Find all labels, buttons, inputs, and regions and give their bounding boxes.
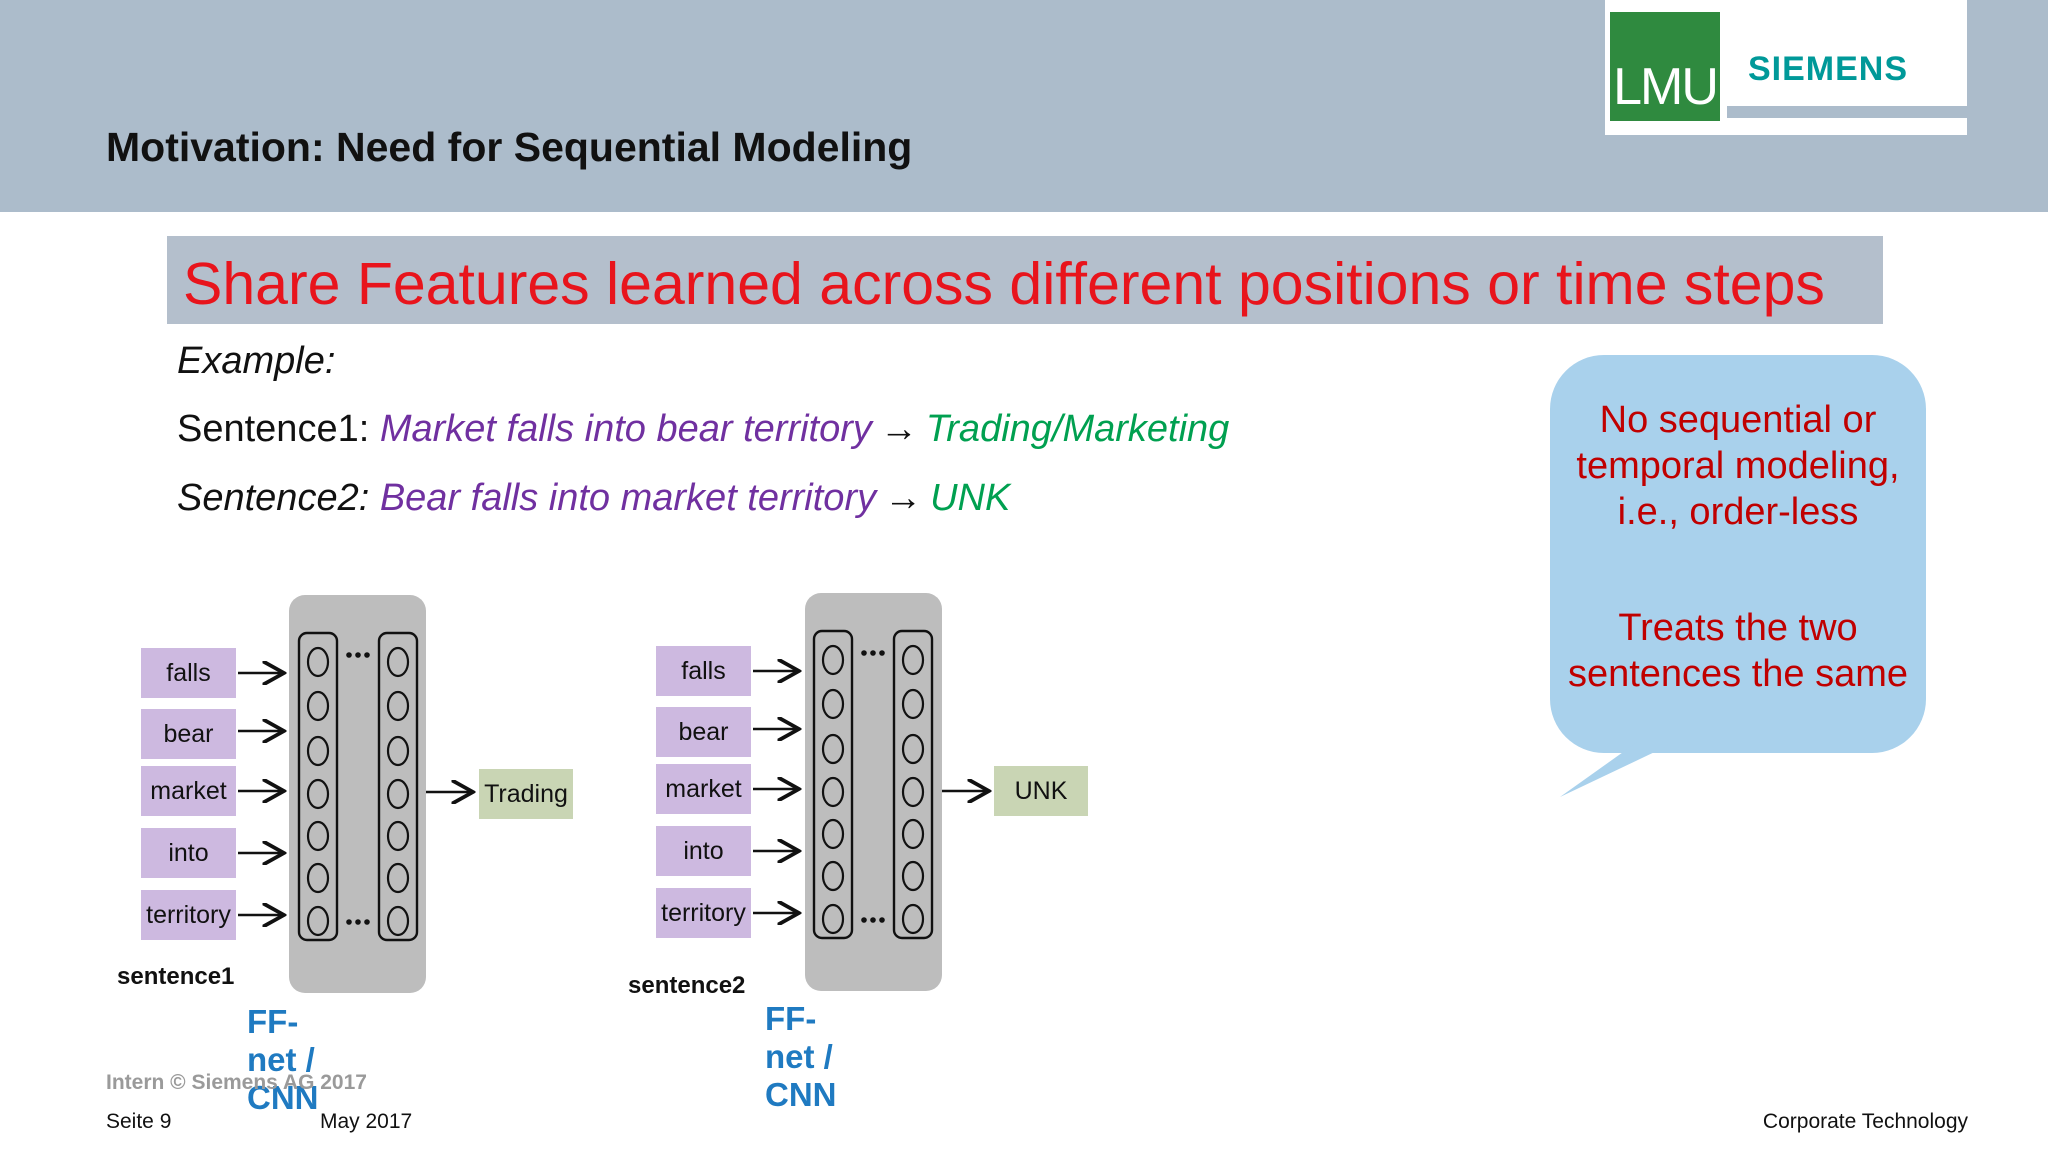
word-box: territory bbox=[141, 890, 236, 940]
sentence1-label: Trading/Marketing bbox=[925, 408, 1230, 450]
sentence2-arrow: → bbox=[884, 477, 923, 519]
slide-title: Motivation: Need for Sequential Modeling bbox=[106, 124, 913, 170]
network-block bbox=[805, 593, 942, 991]
network-graphic bbox=[238, 631, 620, 942]
lmu-logo-text: LMU bbox=[1613, 58, 1719, 116]
word-box: falls bbox=[656, 646, 751, 696]
bubble-text-2: Treats the two sentences the same bbox=[1567, 607, 1909, 695]
headline-text: Share Features learned across different … bbox=[183, 251, 1825, 317]
bubble-text-1: No sequential or temporal modeling, i.e.… bbox=[1576, 399, 1900, 533]
sentence1-line: Sentence1: Market falls into bear territ… bbox=[177, 408, 1229, 451]
net-label: FF-net / CNN bbox=[247, 1003, 319, 1116]
sentence-label: sentence2 bbox=[628, 972, 746, 999]
example-label: Example: bbox=[177, 340, 336, 382]
footer-intern: Intern © Siemens AG 2017 bbox=[106, 1071, 367, 1094]
word-box: territory bbox=[656, 888, 751, 938]
sentence-label: sentence1 bbox=[117, 963, 235, 990]
sentence2-text: Bear falls into market territory bbox=[379, 477, 877, 519]
word-box: into bbox=[141, 828, 236, 878]
footer-page-number: Seite 9 bbox=[106, 1110, 172, 1133]
sentence2-prefix: Sentence2: bbox=[177, 477, 380, 519]
word-box: bear bbox=[656, 707, 751, 757]
word-box: bear bbox=[141, 709, 236, 759]
output-box: Trading bbox=[479, 769, 573, 819]
speech-bubble: No sequential or temporal modeling, i.e.… bbox=[1550, 355, 1926, 753]
output-box: UNK bbox=[994, 766, 1088, 816]
sentence2-label: UNK bbox=[930, 477, 1011, 519]
word-box: into bbox=[656, 826, 751, 876]
sentence1-prefix: Sentence1: bbox=[177, 408, 380, 450]
net-label: FF-net / CNN bbox=[765, 1000, 837, 1113]
footer-department: Corporate Technology bbox=[1762, 1110, 1968, 1133]
network-block bbox=[289, 595, 426, 993]
sentence1-arrow: → bbox=[879, 408, 918, 450]
word-box: falls bbox=[141, 648, 236, 698]
siemens-logo: SIEMENS bbox=[1748, 50, 1909, 88]
network-graphic bbox=[753, 629, 1100, 940]
logo-divider bbox=[1727, 106, 1967, 118]
lmu-logo: LMU bbox=[1610, 12, 1720, 121]
word-box: market bbox=[141, 766, 236, 816]
sentence2-line: Sentence2: Bear falls into market territ… bbox=[177, 477, 1010, 520]
sentence1-text: Market falls into bear territory bbox=[379, 408, 872, 450]
word-box: market bbox=[656, 764, 751, 814]
speech-bubble-tail bbox=[1560, 740, 1680, 797]
headline-banner: Share Features learned across different … bbox=[167, 236, 1883, 324]
footer-date: May 2017 bbox=[320, 1110, 413, 1133]
